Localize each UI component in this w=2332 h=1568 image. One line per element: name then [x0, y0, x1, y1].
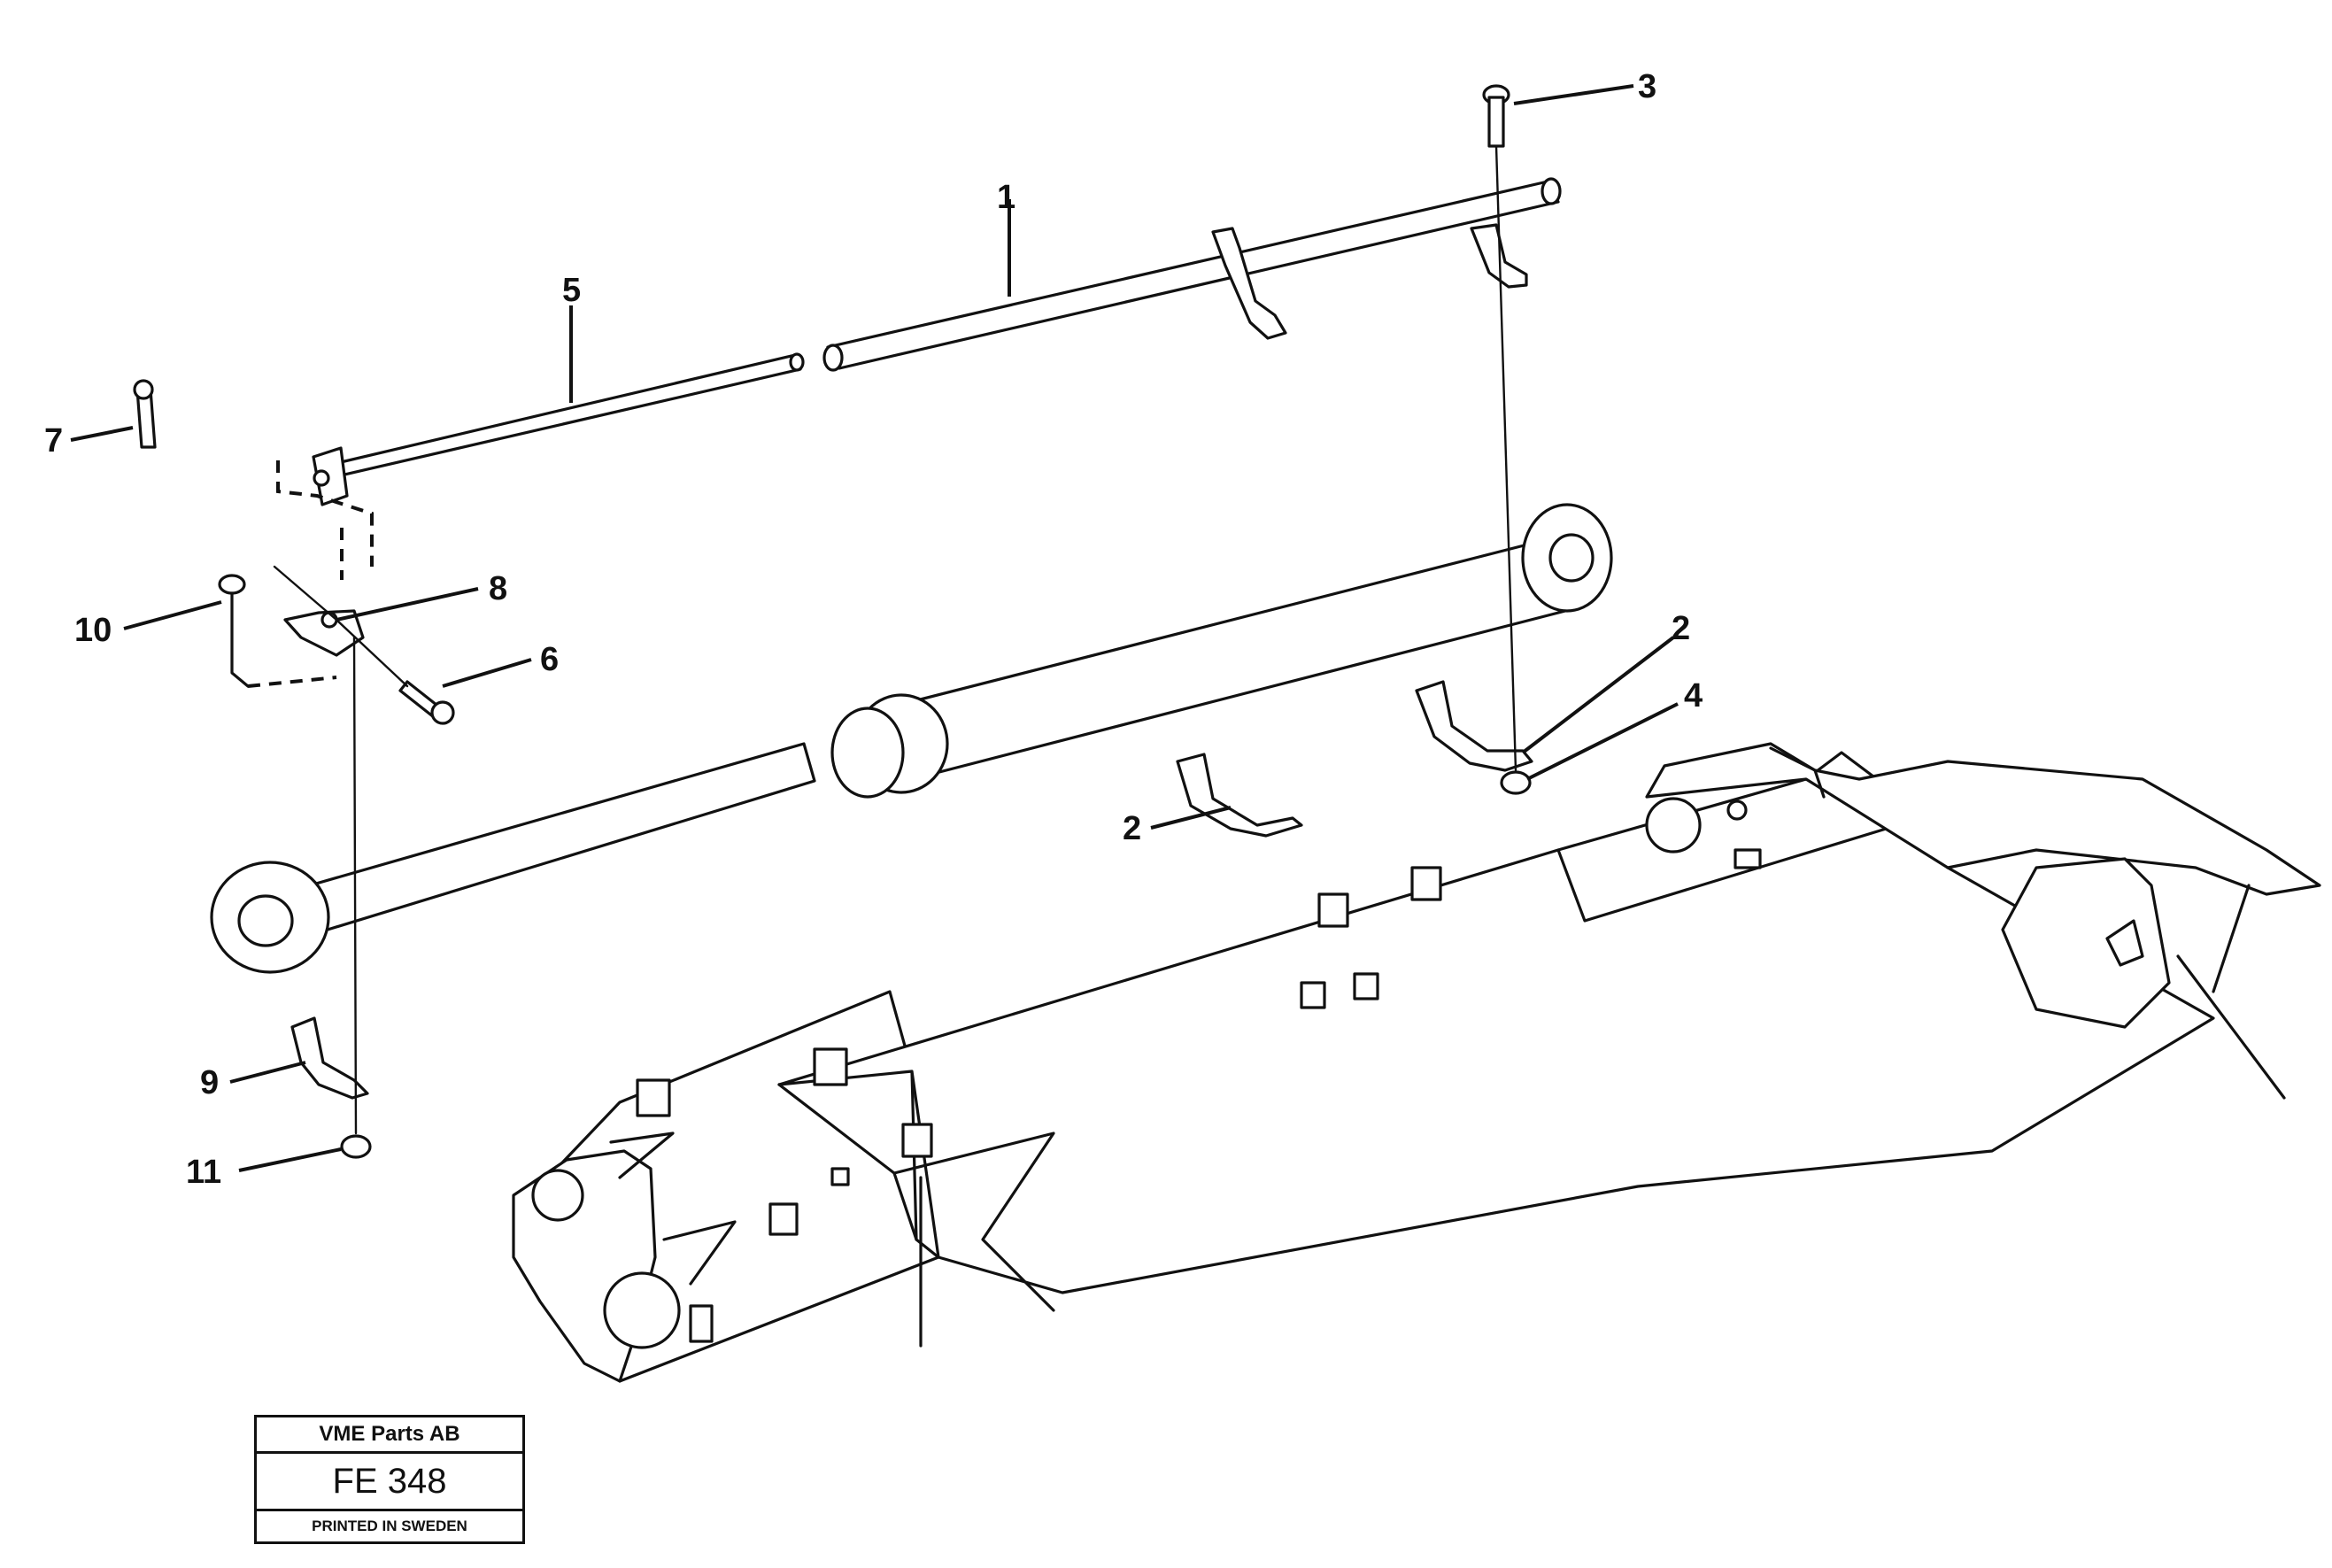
clamp-part-9: [290, 1016, 369, 1100]
nut-part-11: [340, 1134, 372, 1159]
callout-4: 4: [1684, 677, 1703, 714]
title-block-company: VME Parts AB: [257, 1417, 522, 1454]
title-block-code: FE 348: [257, 1454, 522, 1511]
pin-part-7: [133, 379, 157, 449]
screw-part-10: [218, 574, 337, 688]
nut-part-4: [1500, 770, 1532, 795]
title-block-printed: PRINTED IN SWEDEN: [312, 1518, 467, 1534]
callout-10: 10: [74, 612, 112, 649]
callout-3: 3: [1638, 68, 1656, 105]
hydraulic-cylinder: [210, 503, 1613, 974]
callout-2-right: 2: [1672, 610, 1690, 647]
clamp-part-2-right: [1415, 680, 1533, 772]
callout-7: 7: [44, 422, 63, 460]
excavator-boom: [512, 742, 2321, 1383]
callout-9: 9: [200, 1064, 219, 1101]
callout-1: 1: [997, 179, 1015, 216]
dashed-bracket: [276, 460, 374, 580]
clamp-part-2-center: [1176, 753, 1303, 838]
guide-line-8-11: [352, 636, 358, 1135]
callout-6: 6: [540, 641, 559, 678]
bolt-part-6: [398, 680, 455, 725]
rod-part-5: [312, 352, 805, 506]
callout-2-center: 2: [1123, 810, 1141, 847]
callout-8: 8: [489, 570, 507, 607]
leader-lines: [70, 84, 1679, 1172]
guide-line-3-4: [1494, 144, 1517, 772]
callout-5: 5: [562, 272, 581, 309]
tube-part-1: [822, 177, 1562, 372]
title-block: VME Parts AB FE 348 PRINTED IN SWEDEN: [254, 1415, 525, 1544]
callout-11: 11: [186, 1154, 221, 1191]
bolt-part-3: [1482, 84, 1510, 148]
